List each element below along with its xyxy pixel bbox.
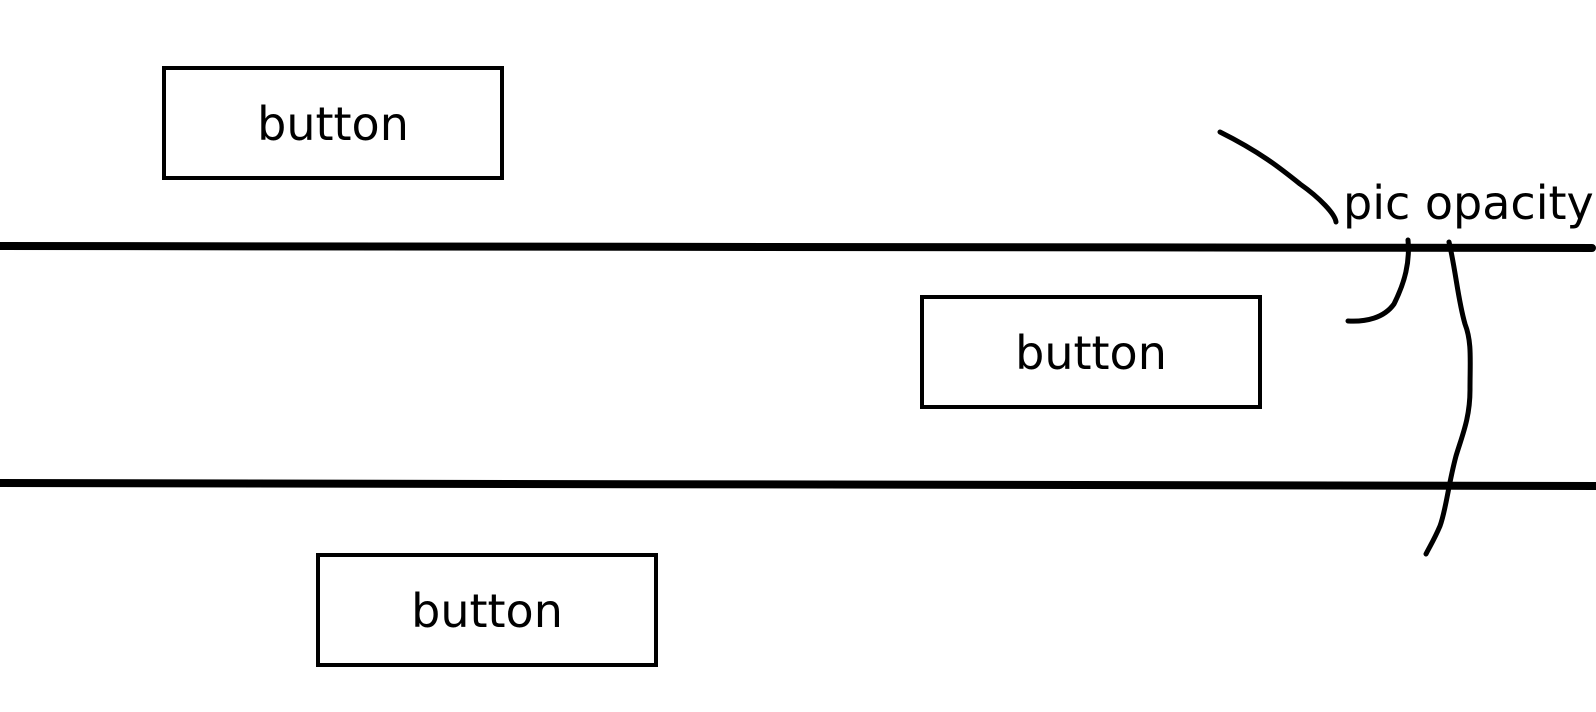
annotation-bracket-right (1423, 239, 1473, 557)
bottom-divider-line (0, 479, 1596, 490)
annotation-curve-stroke (1217, 129, 1339, 225)
pic-opacity-annotation: pic opacity (1343, 176, 1594, 230)
top-divider-line (0, 242, 1596, 252)
button-bottom[interactable]: button (316, 553, 658, 667)
button-middle[interactable]: button (920, 295, 1262, 409)
button-top[interactable]: button (162, 66, 504, 180)
annotation-bracket-left (1345, 237, 1411, 324)
